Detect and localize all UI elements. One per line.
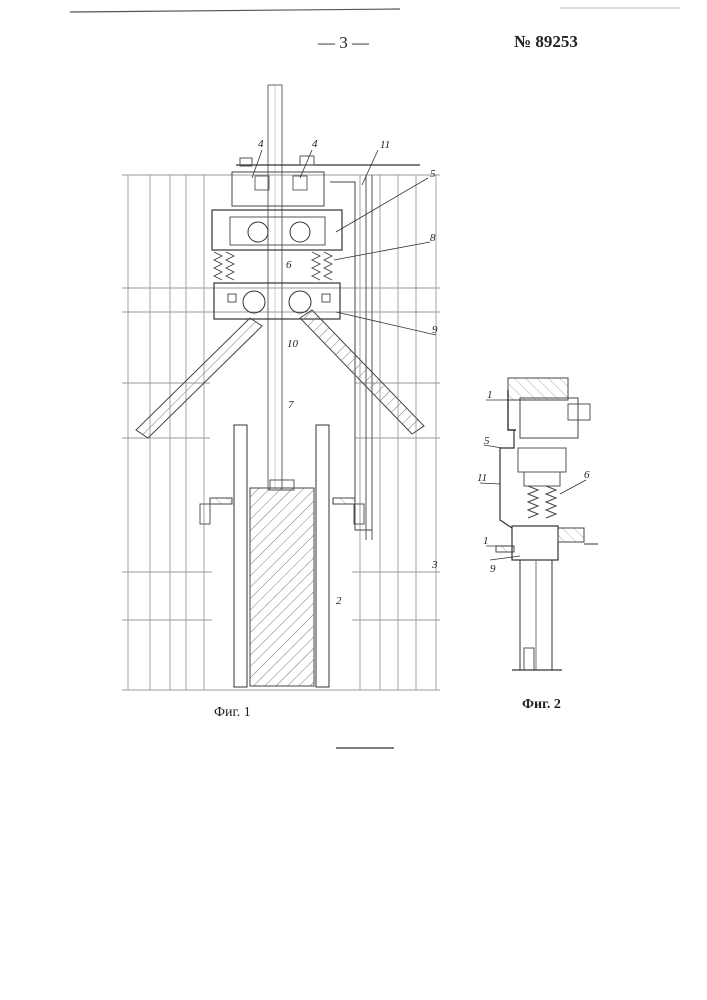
fig1-label-4b: 4 xyxy=(312,138,318,150)
guide-right xyxy=(316,425,329,687)
fig2-label-1b: 1 xyxy=(483,535,489,547)
fig1-label-5: 5 xyxy=(430,168,436,180)
fig1-label-2: 2 xyxy=(336,595,342,607)
fig1-label-9: 9 xyxy=(432,324,438,336)
fig2-label-1a: 1 xyxy=(487,389,493,401)
top-rule xyxy=(70,9,400,12)
fig2-label-5: 5 xyxy=(484,435,490,447)
fig1-leaders xyxy=(252,150,436,335)
clamp-5 xyxy=(212,210,342,250)
fig2-label-11: 11 xyxy=(477,472,487,484)
fig2-label-6: 6 xyxy=(584,469,590,481)
figure-2-drawing xyxy=(496,378,598,670)
fig2-label-9: 9 xyxy=(490,563,496,575)
figure-1-caption: Фиг. 1 xyxy=(214,705,251,721)
guide-left xyxy=(234,425,247,687)
workpiece xyxy=(250,488,314,686)
fig1-label-7: 7 xyxy=(288,399,294,411)
inclined-arms xyxy=(136,310,424,438)
block-4 xyxy=(232,172,324,206)
fig1-label-10: 10 xyxy=(287,338,299,350)
figure-1-drawing xyxy=(122,85,440,690)
fig1-label-8: 8 xyxy=(430,232,436,244)
fig1-label-6: 6 xyxy=(286,259,292,271)
springs xyxy=(214,252,332,280)
figure-2-caption: Фиг. 2 xyxy=(522,697,561,713)
fig2-labels: 1 5 11 6 1 9 xyxy=(477,389,590,575)
fig1-label-3: 3 xyxy=(431,559,438,571)
fig1-label-11: 11 xyxy=(380,139,390,151)
fig1-label-4a: 4 xyxy=(258,138,264,150)
